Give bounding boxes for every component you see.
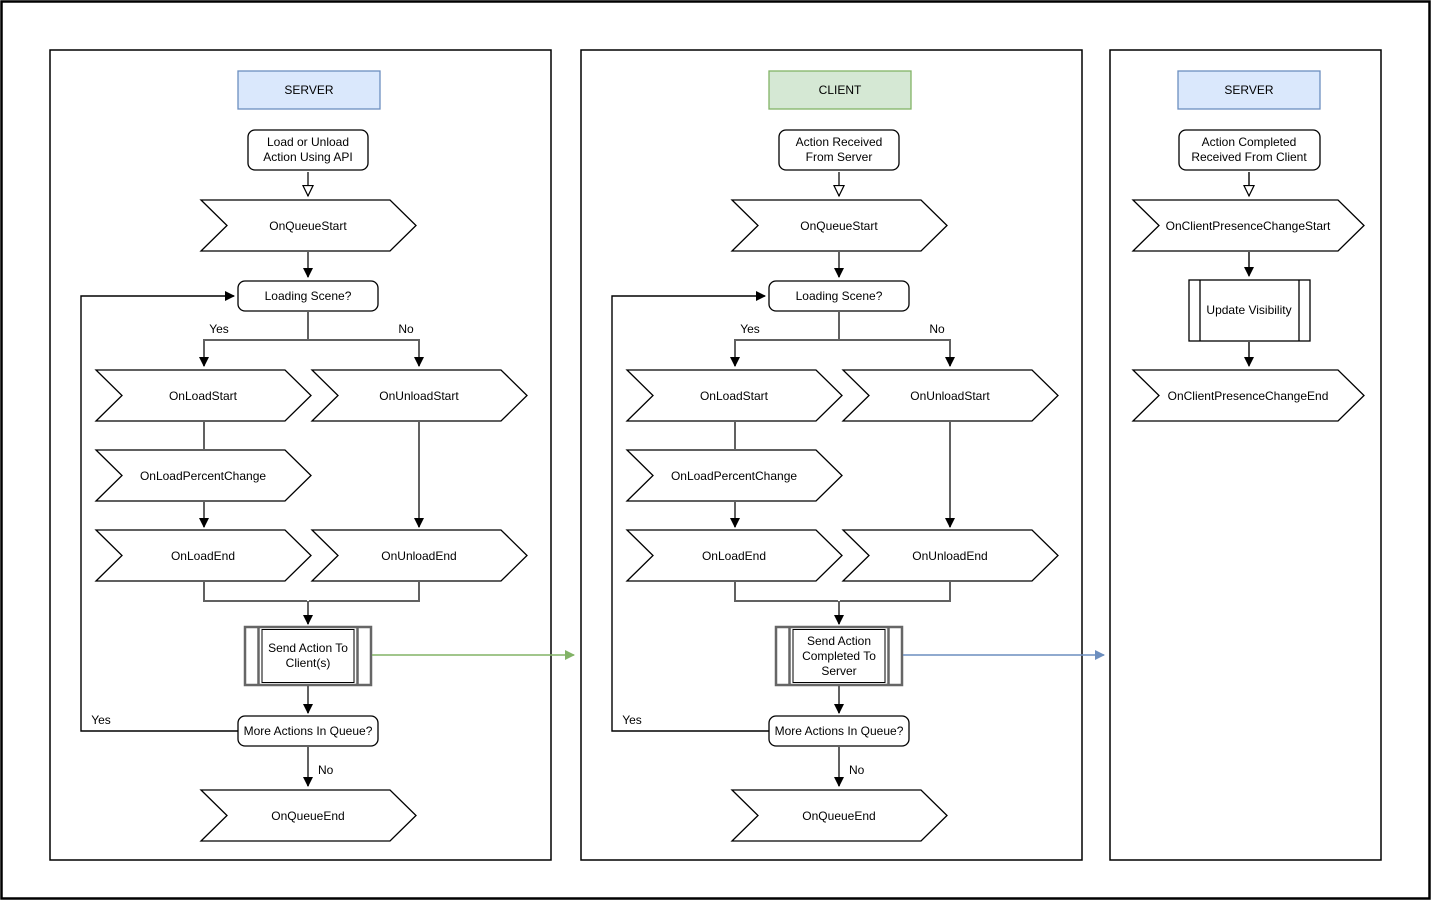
send-completed-box [774, 625, 904, 687]
client-header-box [768, 70, 912, 110]
loading-scene-label: Loading Scene? [796, 289, 883, 303]
branch-no-label: No [398, 322, 414, 336]
action-received-line1: Action Received [796, 135, 883, 149]
send-action-line1: Send Action To [268, 641, 348, 655]
onqueueend-label: OnQueueEnd [802, 809, 875, 823]
send-action-box-inner [261, 629, 355, 683]
send-completed-box-inner [792, 629, 886, 683]
action-completed-received-box [1178, 129, 1321, 171]
more-actions-label: More Actions In Queue? [775, 724, 904, 738]
server-left-header-label: SERVER [284, 83, 333, 97]
onloadpercentchange-label: OnLoadPercentChange [140, 469, 266, 483]
onloadstart-chevron [625, 369, 843, 422]
client-header-label: CLIENT [819, 83, 862, 97]
branch-no-label: No [929, 322, 945, 336]
load-unload-action-line1: Load or Unload [267, 135, 349, 149]
lane-server-right: SERVER Action Completed Received From Cl… [1109, 49, 1382, 861]
onunloadend-label: OnUnloadEnd [381, 549, 456, 563]
onloadpercentchange-chevron [625, 449, 843, 502]
onloadend-label: OnLoadEnd [171, 549, 235, 563]
onunloadstart-chevron [841, 369, 1059, 422]
onqueueend-label: OnQueueEnd [271, 809, 344, 823]
merge-left-line [203, 581, 307, 602]
merge-right-line [309, 581, 420, 602]
loading-scene-label: Loading Scene? [265, 289, 352, 303]
onqueuestart-chevron [199, 199, 417, 252]
branch-no-arrow [839, 339, 955, 367]
send-action-box [243, 625, 373, 687]
action-completed-received-line2: Received From Client [1191, 150, 1307, 164]
send-completed-line2: Completed To [802, 649, 876, 663]
onloadpercentchange-chevron [94, 449, 312, 502]
load-unload-action-box [247, 129, 369, 171]
branch-yes-label: Yes [740, 322, 760, 336]
onloadstart-label: OnLoadStart [700, 389, 769, 403]
branch-no-arrow [308, 339, 424, 367]
onunloadend-chevron [310, 529, 528, 582]
merge-right-line [840, 581, 951, 602]
onunloadstart-label: OnUnloadStart [379, 389, 459, 403]
onloadend-chevron [625, 529, 843, 582]
send-action-box-bars [257, 627, 359, 685]
onunloadend-chevron [841, 529, 1059, 582]
update-visibility-box [1188, 279, 1311, 342]
update-visibility-label: Update Visibility [1206, 303, 1291, 317]
onqueuestart-chevron [730, 199, 948, 252]
send-completed-line3: Server [821, 664, 856, 678]
onloadstart-chevron [94, 369, 312, 422]
queue-no-label: No [318, 763, 334, 777]
branch-yes-arrow [730, 339, 839, 367]
yes-loop-arrow [611, 291, 769, 732]
onclientpresencechangeend-chevron [1131, 369, 1365, 422]
onclientpresencechangestart-chevron [1131, 199, 1365, 252]
onloadend-label: OnLoadEnd [702, 549, 766, 563]
send-completed-box-bars [788, 627, 890, 685]
onloadend-chevron [94, 529, 312, 582]
lane-server-left: SERVER Load or Unload Action Using API O… [49, 49, 575, 861]
onunloadstart-chevron [310, 369, 528, 422]
send-action-line2: Client(s) [286, 656, 331, 670]
onqueuestart-label: OnQueueStart [269, 219, 347, 233]
action-completed-received-line1: Action Completed [1202, 135, 1297, 149]
branch-yes-arrow [199, 339, 308, 367]
server-left-header-box [237, 70, 381, 110]
branch-yes-label: Yes [209, 322, 229, 336]
server-right-header-label: SERVER [1224, 83, 1273, 97]
send-completed-line1: Send Action [807, 634, 871, 648]
loop-yes-label: Yes [91, 713, 111, 727]
onclientpresencechangeend-label: OnClientPresenceChangeEnd [1168, 389, 1329, 403]
onloadstart-label: OnLoadStart [169, 389, 238, 403]
lane-client: CLIENT Action Received From Server OnQue… [580, 49, 1105, 861]
yes-loop-arrow [80, 291, 238, 732]
merge-left-line [734, 581, 838, 602]
action-received-line2: From Server [806, 150, 873, 164]
more-actions-label: More Actions In Queue? [244, 724, 373, 738]
onqueueend-chevron [199, 789, 417, 842]
onunloadstart-label: OnUnloadStart [910, 389, 990, 403]
onunloadend-label: OnUnloadEnd [912, 549, 987, 563]
onqueuestart-label: OnQueueStart [800, 219, 878, 233]
onclientpresencechangestart-label: OnClientPresenceChangeStart [1166, 219, 1331, 233]
loop-yes-label: Yes [622, 713, 642, 727]
queue-no-label: No [849, 763, 865, 777]
load-unload-action-line2: Action Using API [263, 150, 352, 164]
action-received-box [778, 129, 900, 171]
server-right-lane-box [1109, 49, 1382, 861]
server-right-header-box [1177, 70, 1321, 110]
onqueueend-chevron [730, 789, 948, 842]
onloadpercentchange-label: OnLoadPercentChange [671, 469, 797, 483]
update-visibility-box-bars [1199, 280, 1300, 341]
